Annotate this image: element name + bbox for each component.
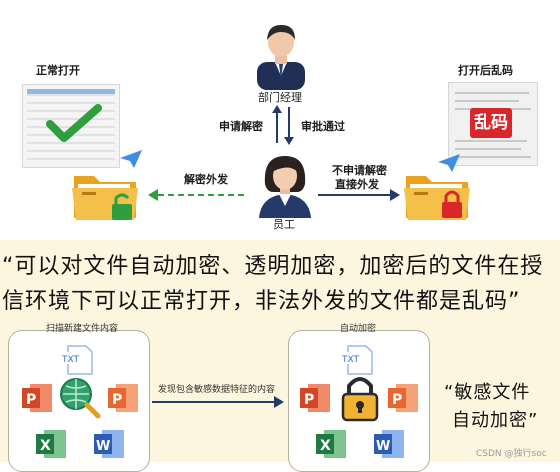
garbled-doc: [448, 82, 538, 166]
request-decrypt-label: 申请解密: [219, 120, 263, 133]
manager-label: 部门经理: [258, 91, 302, 104]
decrypt-send-label: 解密外发: [184, 173, 228, 186]
ppt-file-icon-left-b: P: [108, 384, 138, 412]
word-file-icon-left: W: [94, 430, 124, 458]
spreadsheet-lines-icon: [27, 89, 115, 160]
sensitive-quote-line-1: “敏感文件: [444, 382, 531, 403]
svg-text:X: X: [320, 438, 331, 454]
paper-plane-right-icon: [438, 154, 460, 172]
left-panel-title: 正常打开: [36, 64, 80, 77]
svg-text:P: P: [26, 392, 36, 408]
svg-text:P: P: [304, 392, 314, 408]
svg-text:X: X: [40, 438, 51, 454]
folder-locked-icon: [404, 176, 470, 220]
check-mark-icon: [46, 104, 102, 142]
svg-text:P: P: [112, 392, 122, 408]
ppt-file-icon-left-a: P: [22, 384, 52, 412]
scan-title: 扫描新建文件内容: [46, 324, 119, 334]
quote-band: [0, 240, 560, 320]
txt-file-icon-right: TXT: [340, 345, 373, 375]
right-panel-title: 打开后乱码: [458, 64, 513, 77]
txt-text-left: TXT: [61, 355, 80, 365]
direct-send-arrow: [318, 189, 400, 201]
excel-file-icon-right: X: [316, 430, 346, 458]
detect-arrow: [152, 396, 284, 408]
svg-text:P: P: [392, 392, 402, 408]
svg-text:W: W: [376, 439, 390, 454]
svg-text:W: W: [96, 439, 110, 454]
garbled-text: 乱码: [474, 113, 508, 133]
manager-avatar-icon: [257, 24, 305, 90]
paper-plane-left-icon: [120, 150, 142, 168]
sensitive-quote-line-2: 自动加密”: [452, 410, 539, 431]
employee-avatar-icon: [259, 156, 311, 218]
search-globe-icon: [60, 378, 101, 419]
detect-label: 发现包含敏感数据特征的内容: [158, 385, 276, 395]
word-file-icon-right: W: [374, 430, 404, 458]
padlock-icon: [341, 377, 379, 422]
employee-label: 员工: [273, 218, 295, 231]
spreadsheet-doc: [22, 84, 120, 168]
quote-line-1: “可以对文件自动加密、透明加密，加密后的文件在授: [2, 254, 544, 279]
folder-unlocked-icon: [72, 176, 138, 220]
approval-arrows: [272, 105, 294, 145]
csdn-watermark: CSDN @独行soc: [476, 449, 547, 459]
ppt-file-icon-right-b: P: [388, 384, 418, 412]
excel-file-icon-left: X: [36, 430, 66, 458]
approve-pass-label: 审批通过: [301, 120, 345, 133]
garbled-badge: 乱码: [470, 108, 512, 138]
decrypt-send-arrow: [148, 189, 248, 201]
ppt-file-icon-right-a: P: [300, 384, 330, 412]
encrypt-title: 自动加密: [340, 324, 377, 334]
txt-file-icon-left: TXT: [60, 345, 93, 375]
no-request-label-1: 不申请解密: [332, 164, 387, 177]
txt-text-right: TXT: [341, 355, 360, 365]
garbled-lines-icon: [455, 92, 531, 158]
quote-line-2: 信环境下可以正常打开，非法外发的文件都是乱码”: [2, 289, 521, 314]
no-request-label-2: 直接外发: [335, 178, 379, 191]
